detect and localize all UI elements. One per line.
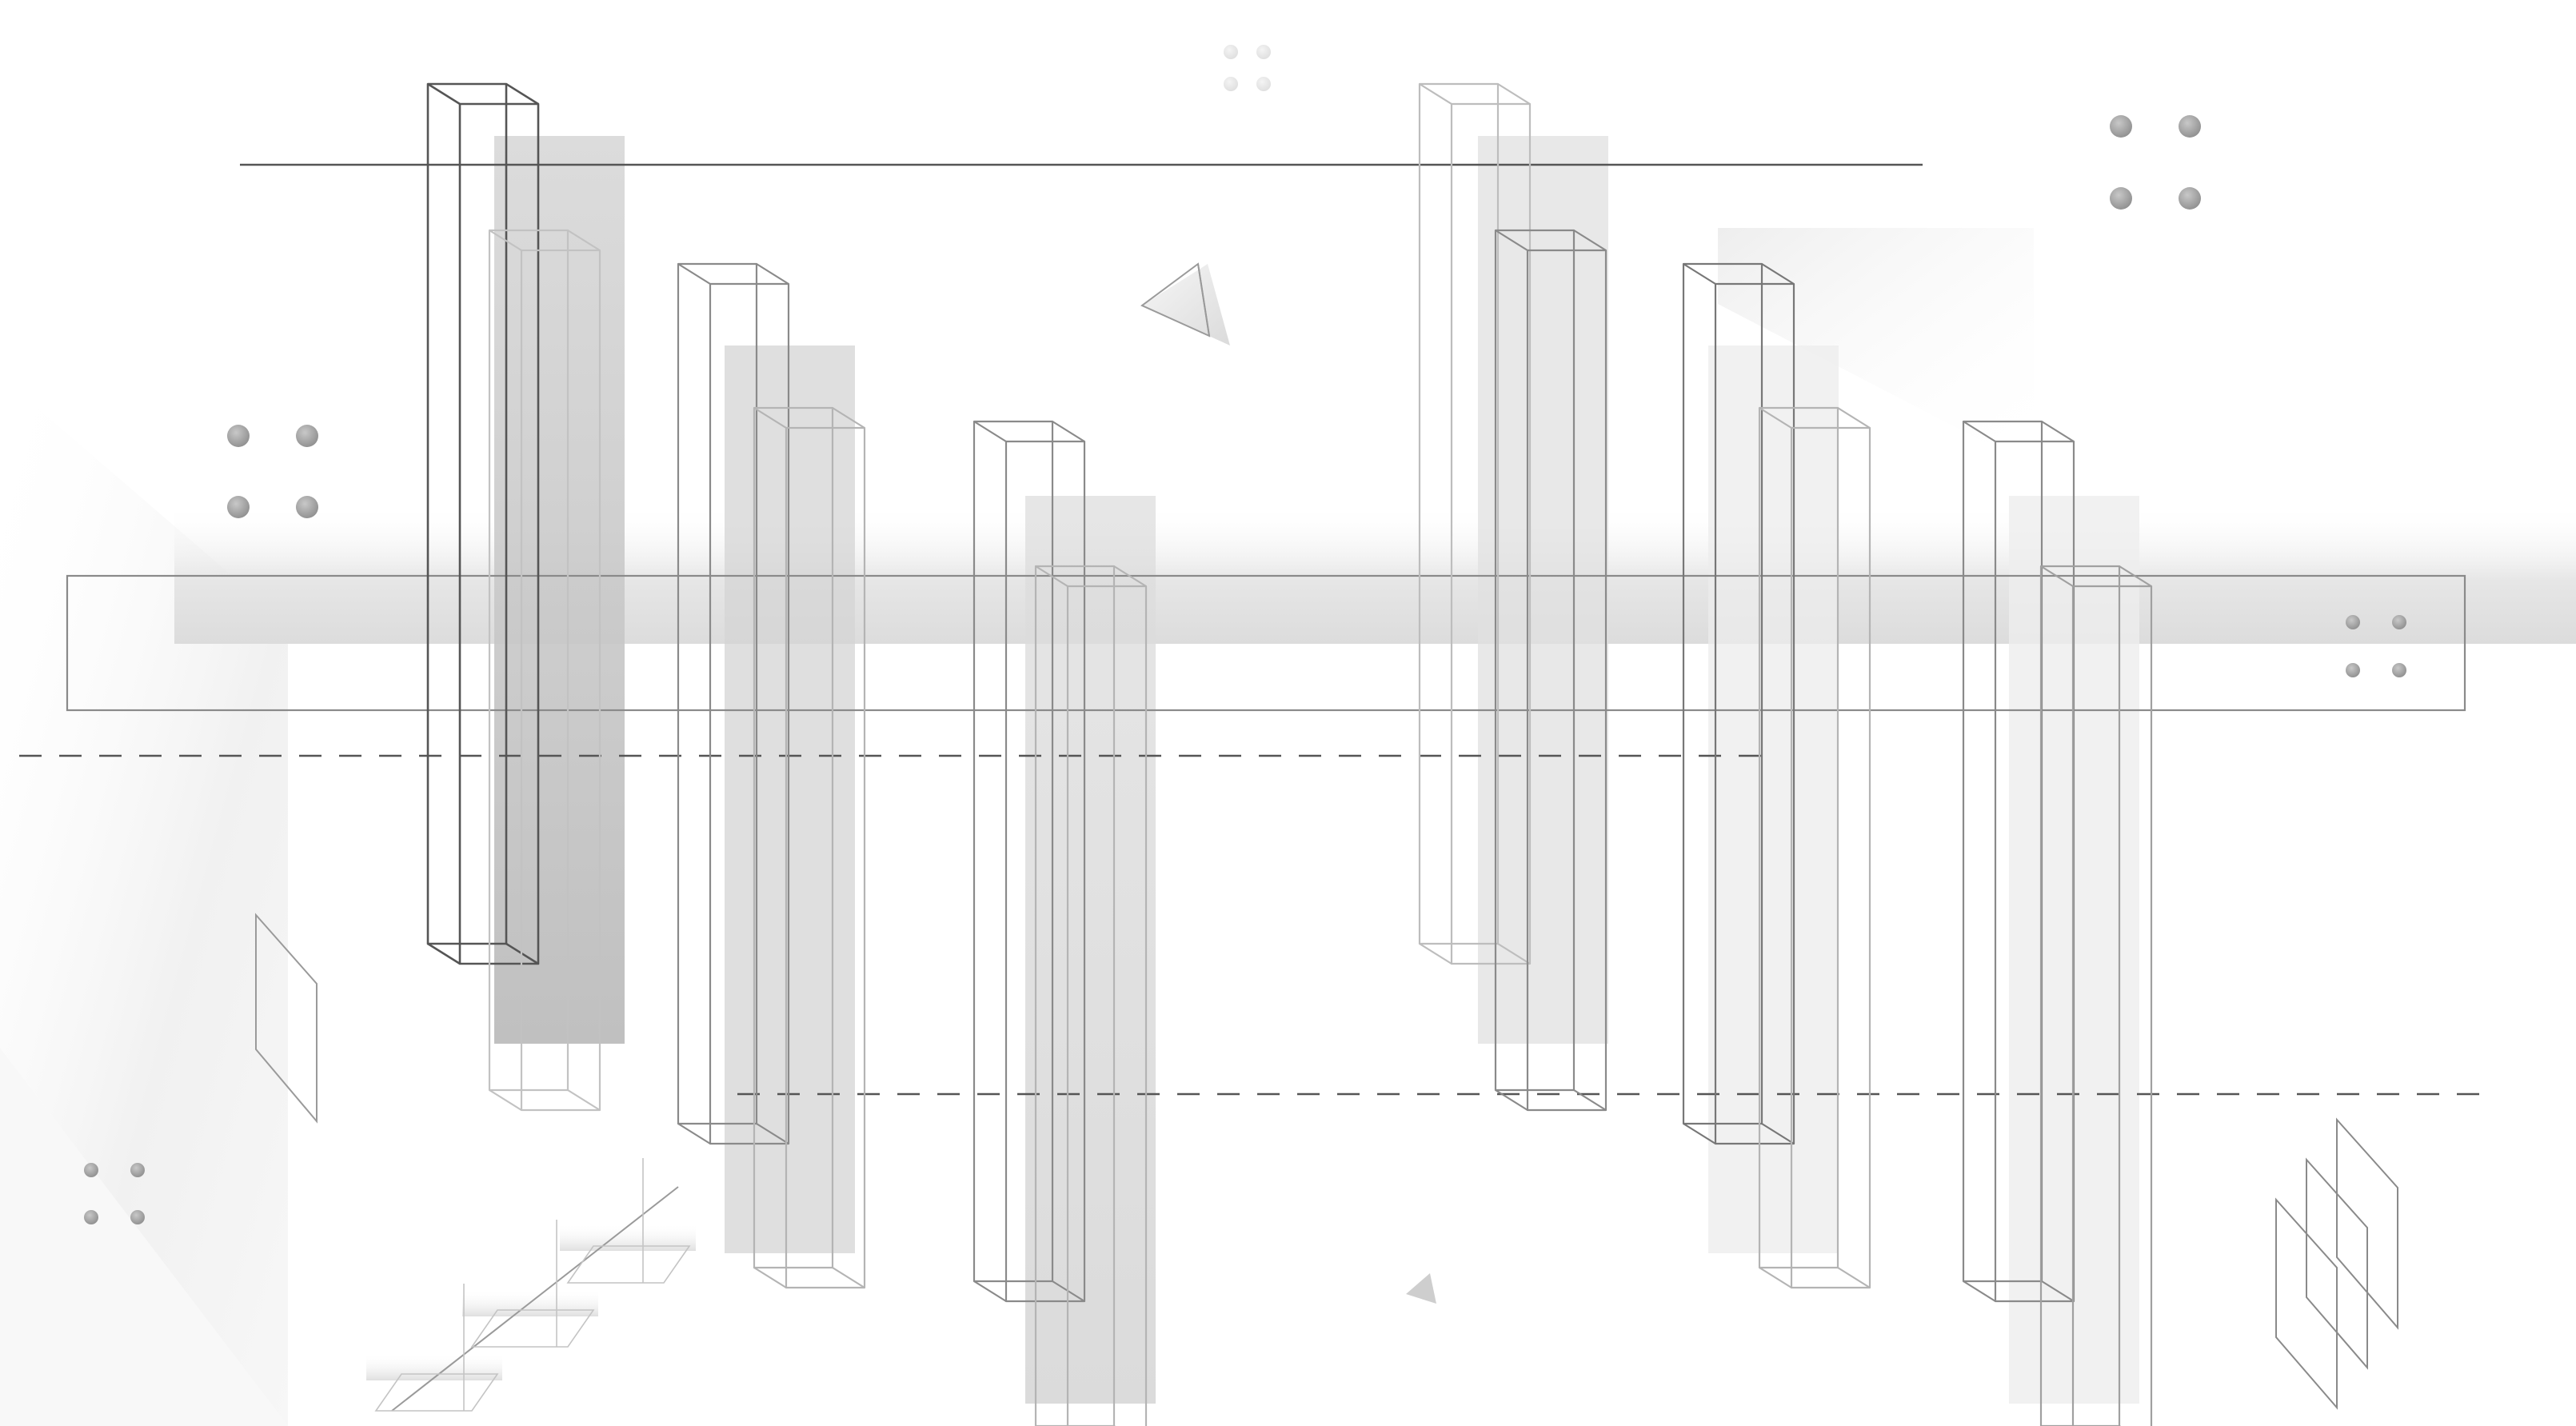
column-1-offset-edge-3 xyxy=(489,1089,522,1111)
column-4-offset-edge-1 xyxy=(1495,230,1528,251)
column-5-offset-edge-1 xyxy=(1759,407,1792,429)
right-shade-wedge xyxy=(1718,228,2034,468)
column-6-offset-edge-1 xyxy=(2040,565,2074,587)
dot-grid-top-right xyxy=(2110,115,2201,210)
column-2-offset-edge-1 xyxy=(753,407,787,429)
column-5-edge-1 xyxy=(1683,263,1716,285)
column-2-edge-4 xyxy=(756,1123,789,1144)
column-2-edge-1 xyxy=(677,263,711,285)
column-5-edge-3 xyxy=(1683,1123,1716,1144)
column-6-offset-edge-2 xyxy=(2119,565,2152,587)
column-1-offset-edge-1 xyxy=(489,230,522,251)
column-2-offset-edge-3 xyxy=(753,1267,787,1288)
column-2-offset-edge-2 xyxy=(832,407,865,429)
dot-grid-left xyxy=(227,425,318,518)
left-shade-wedge-2 xyxy=(0,1048,288,1426)
column-5-offset-edge-2 xyxy=(1837,407,1871,429)
wireframe-columns xyxy=(426,82,2153,1426)
column-3-offset-front-face xyxy=(1066,585,1148,1426)
dot-grid-right xyxy=(2346,615,2406,677)
column-5-offset xyxy=(1758,406,1871,1289)
column-1-edge-2 xyxy=(505,82,539,106)
column-2-back-face xyxy=(677,262,758,1125)
column-4-offset-edge-2 xyxy=(1573,230,1607,251)
column-2-edge-2 xyxy=(756,263,789,285)
column-4-edge-1 xyxy=(1419,83,1452,105)
column-2-offset xyxy=(753,406,866,1289)
column-4 xyxy=(1418,82,1532,965)
column-3-offset-edge-1 xyxy=(1035,565,1068,587)
column-1 xyxy=(426,82,540,965)
column-6-offset-back-face xyxy=(2039,565,2121,1426)
column-5-offset-back-face xyxy=(1758,406,1839,1269)
column-5-offset-front-face xyxy=(1790,426,1871,1289)
column-4-offset-edge-3 xyxy=(1495,1089,1528,1111)
dot-grid-top-center xyxy=(1224,45,1271,91)
stacked-parallelograms-right xyxy=(2275,1117,2398,1410)
column-2 xyxy=(677,262,790,1145)
column-4-offset-edge-4 xyxy=(1573,1089,1607,1111)
column-3-front-face xyxy=(1004,440,1086,1303)
column-3-back-face xyxy=(972,420,1054,1283)
column-1-offset-back-face xyxy=(488,229,569,1092)
column-6-offset-front-face xyxy=(2071,585,2153,1426)
column-3 xyxy=(972,420,1086,1303)
column-1-offset-front-face xyxy=(520,249,601,1112)
column-5-offset-edge-4 xyxy=(1837,1267,1871,1288)
column-1-edge-1 xyxy=(427,82,461,106)
column-5-edge-4 xyxy=(1761,1123,1795,1144)
column-2-offset-back-face xyxy=(753,406,834,1269)
column-3-edge-1 xyxy=(973,421,1007,442)
column-1-edge-3 xyxy=(427,942,461,965)
column-6-offset xyxy=(2039,565,2153,1426)
column-1-back-face xyxy=(426,82,508,945)
column-6-edge-4 xyxy=(2041,1280,2075,1302)
column-4-edge-2 xyxy=(1497,83,1531,105)
column-4-edge-4 xyxy=(1497,943,1531,965)
column-1-offset-edge-4 xyxy=(567,1089,601,1111)
column-6-edge-1 xyxy=(1963,421,1996,442)
column-1-offset xyxy=(488,229,601,1112)
column-4-edge-3 xyxy=(1419,943,1452,965)
column-5-offset-edge-3 xyxy=(1759,1267,1792,1288)
staircase-motif xyxy=(366,1158,696,1412)
column-4-offset-back-face xyxy=(1494,229,1576,1092)
column-5-edge-2 xyxy=(1761,263,1795,285)
column-5 xyxy=(1682,262,1795,1145)
column-2-edge-3 xyxy=(677,1123,711,1144)
column-4-offset-front-face xyxy=(1526,249,1608,1112)
column-3-offset-back-face xyxy=(1034,565,1116,1426)
column-4-offset xyxy=(1494,229,1608,1112)
column-3-edge-3 xyxy=(973,1280,1007,1302)
column-2-offset-front-face xyxy=(785,426,866,1289)
column-6-edge-3 xyxy=(1963,1280,1996,1302)
column-1-offset-edge-2 xyxy=(567,230,601,251)
column-6-edge-2 xyxy=(2041,421,2075,442)
column-5-front-face xyxy=(1714,282,1795,1145)
outlined-band-frame xyxy=(66,574,2466,712)
column-4-back-face xyxy=(1418,82,1500,945)
parallelogram-outline-left xyxy=(255,913,318,1124)
column-5-back-face xyxy=(1682,262,1763,1125)
triangle-icon xyxy=(1140,262,1230,346)
column-4-front-face xyxy=(1450,102,1532,965)
column-3-edge-2 xyxy=(1052,421,1085,442)
column-2-offset-edge-4 xyxy=(832,1267,865,1288)
dot-grid-bottom-left xyxy=(84,1163,145,1224)
column-3-offset-edge-2 xyxy=(1113,565,1147,587)
small-triangle-icon xyxy=(1406,1273,1436,1304)
column-3-offset xyxy=(1034,565,1148,1426)
column-2-front-face xyxy=(709,282,790,1145)
column-1-front-face xyxy=(458,102,540,965)
